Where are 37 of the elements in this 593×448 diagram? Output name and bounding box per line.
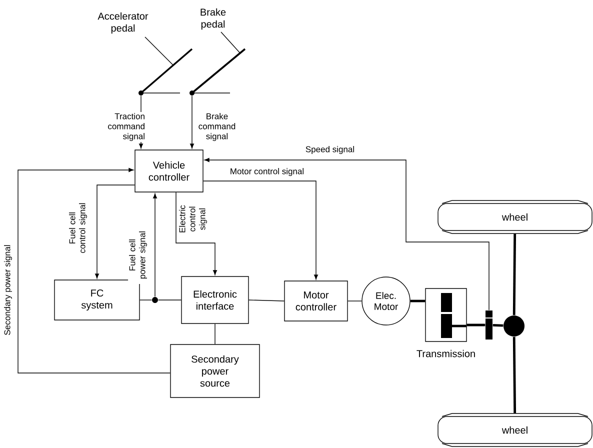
edge-label: Motor control signal	[228, 167, 306, 177]
pedal-label: Brake pedal	[200, 8, 226, 30]
arrow	[190, 96, 194, 149]
system-box: FC system	[54, 280, 140, 320]
edge-label: Speed signal	[304, 145, 356, 155]
arrow	[204, 158, 490, 310]
wheel: wheel	[438, 413, 592, 447]
shaft	[466, 324, 486, 326]
edge-label: Brake command signal	[194, 112, 240, 142]
arrow	[95, 184, 135, 279]
arrow	[153, 193, 157, 297]
edge-label: Secondary power signal	[3, 244, 13, 336]
pedal-label: Accelerator pedal	[98, 12, 148, 34]
controller-box: Vehicle controller	[134, 150, 204, 192]
shaft	[492, 324, 504, 327]
shaft	[512, 336, 516, 414]
edge-label: Fuel cell control signal	[68, 197, 88, 259]
speed-sensor	[485, 310, 493, 340]
controller-box: Motor controller	[284, 280, 348, 322]
arrow	[203, 180, 318, 280]
arrow	[176, 192, 217, 276]
connector-line	[348, 300, 362, 302]
arrow	[18, 168, 170, 374]
connector-line	[248, 300, 285, 302]
shaft	[410, 300, 426, 302]
hub-dot	[504, 316, 524, 336]
edge-label: Traction command signal	[100, 112, 146, 142]
wheel: wheel	[438, 200, 592, 234]
interface-box: Electronic interface	[181, 276, 249, 324]
edge-label: Fuel cell power signal	[128, 226, 148, 284]
power-source-box: Secondary power source	[170, 344, 260, 398]
edge-label: Electric control signal	[178, 199, 208, 239]
pedal-drawing	[138, 48, 193, 96]
connector-line	[214, 324, 216, 344]
pedal-drawing	[190, 48, 246, 96]
transmission-label: Transmission	[416, 350, 475, 358]
shaft	[512, 234, 516, 316]
